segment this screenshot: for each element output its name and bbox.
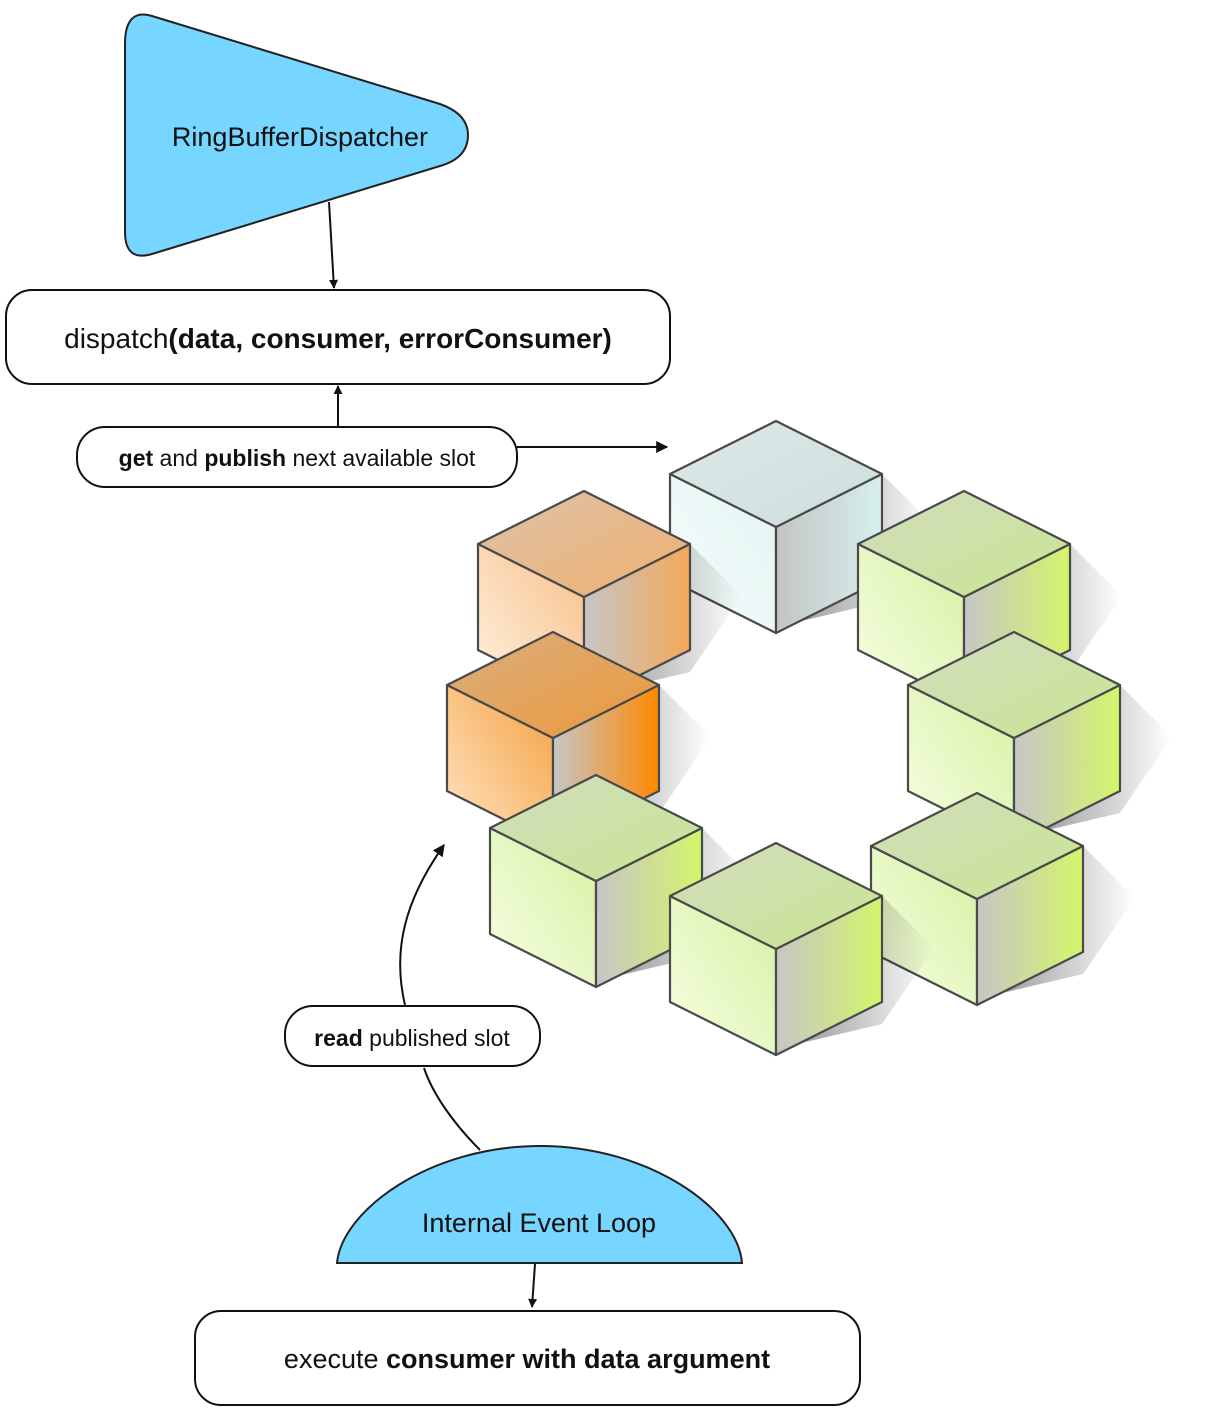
event-loop-label: Internal Event Loop [422,1208,656,1238]
loop-to-read-connector [423,1067,481,1151]
loop-to-execute-arrow [528,1263,538,1308]
slot-face-top [445,630,661,740]
internal-event-loop-node[interactable]: Internal Event Loop [335,1144,744,1264]
dispatch-call-box[interactable]: dispatch(data, consumer, errorConsumer) [5,289,671,385]
read-step-label: read published slot [284,1005,541,1067]
ring-buffer-dispatcher-node[interactable]: RingBufferDispatcher [124,13,470,257]
slot-face-top [906,630,1122,740]
read-step-text: read published slot [314,1025,510,1051]
execute-step-text: execute consumer with data argument [284,1344,770,1374]
dispatcher-to-dispatch-arrow [328,201,339,289]
slot-face-top [869,791,1085,901]
slot-face-top [668,419,884,529]
read-to-ring-arrow [399,844,445,1006]
execute-step-box[interactable]: execute consumer with data argument [194,1310,861,1406]
publish-step-text: get and publish next available slot [119,445,476,471]
dispatch-call-text: dispatch(data, consumer, errorConsumer) [64,323,612,354]
slot-face-top [668,841,884,951]
ring-buffer [445,419,1172,1057]
slot-face-top [476,489,692,599]
publish-step-label: get and publish next available slot [76,426,518,488]
dispatcher-label: RingBufferDispatcher [172,122,428,152]
ring-slot-free [668,841,934,1057]
slot-face-top [488,773,704,883]
slot-face-top [856,489,1072,599]
